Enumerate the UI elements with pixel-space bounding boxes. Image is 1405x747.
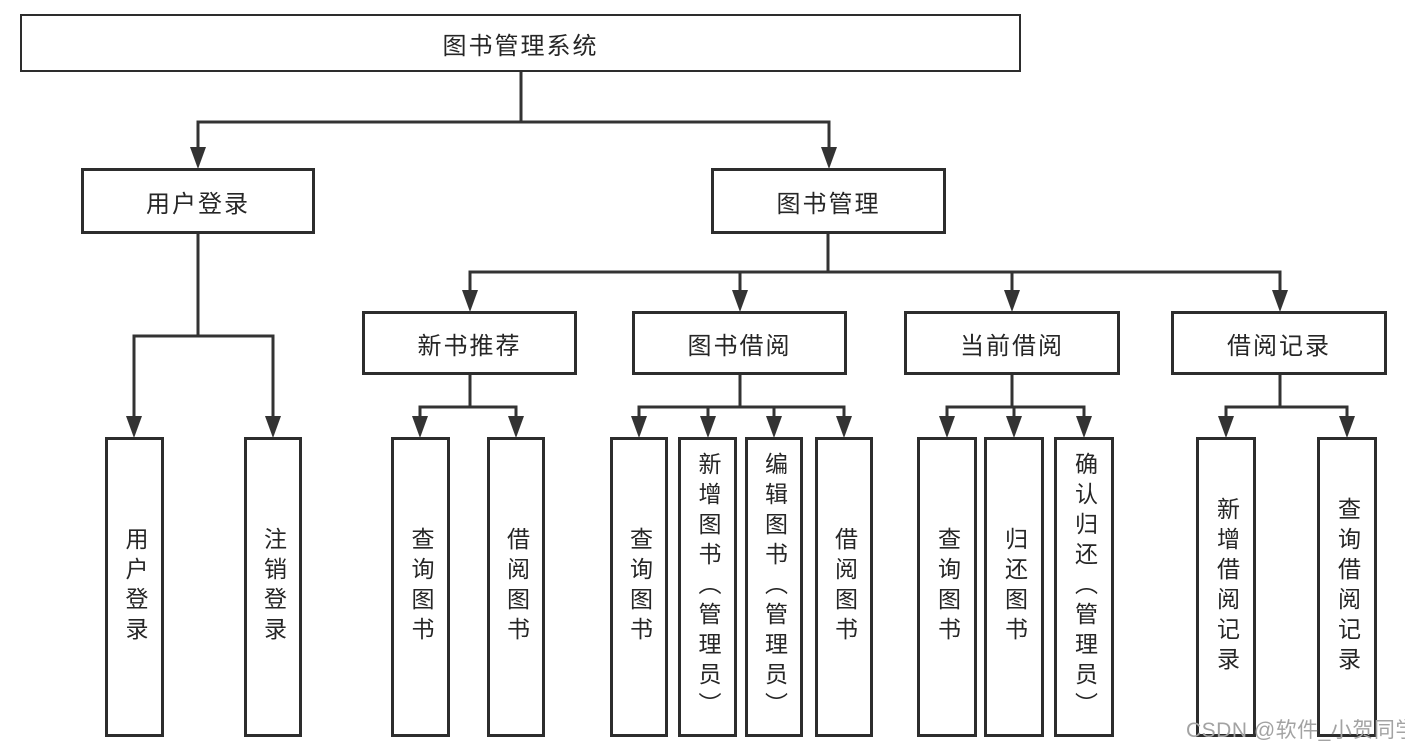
leaf-return-books: 归还图书 [984, 437, 1044, 737]
leaf-logout-label: 注销登录 [260, 527, 287, 647]
csdn-watermark: CSDN @软件_小贺同学 [1186, 719, 1405, 742]
node-book-management: 图书管理 [711, 168, 946, 234]
leaf-query-borrow-record: 查询借阅记录 [1317, 437, 1377, 737]
node-borrow-records-label: 借阅记录 [1227, 332, 1331, 360]
leaf-query-borrow-record-label: 查询借阅记录 [1334, 497, 1361, 677]
leaf-return-books-label: 归还图书 [1001, 527, 1028, 647]
leaf-add-borrow-record-label: 新增借阅记录 [1213, 497, 1240, 677]
node-book-borrowing: 图书借阅 [632, 311, 847, 375]
node-book-borrowing-label: 图书借阅 [687, 332, 792, 360]
node-new-book-recommend-label: 新书推荐 [417, 332, 522, 360]
leaf-query-books-current: 查询图书 [917, 437, 977, 737]
leaf-edit-books-admin: 编辑图书（管理员） [745, 437, 803, 737]
node-book-management-label: 图书管理 [776, 190, 881, 218]
leaf-add-books-admin-label: 新增图书（管理员） [695, 452, 721, 722]
leaf-user-login-label: 用户登录 [122, 527, 148, 647]
leaf-borrow-books-recommend: 借阅图书 [487, 437, 545, 737]
leaf-confirm-return-admin: 确认归还（管理员） [1054, 437, 1114, 737]
leaf-add-books-admin: 新增图书（管理员） [678, 437, 737, 737]
leaf-confirm-return-admin-label: 确认归还（管理员） [1071, 452, 1098, 722]
leaf-borrow-books-label: 借阅图书 [831, 527, 858, 647]
node-root-label: 图书管理系统 [442, 32, 599, 60]
node-current-borrowing: 当前借阅 [904, 311, 1120, 375]
leaf-edit-books-admin-label: 编辑图书（管理员） [761, 452, 788, 722]
node-user-login: 用户登录 [81, 168, 315, 234]
leaf-query-books-recommend: 查询图书 [391, 437, 450, 737]
node-root-system: 图书管理系统 [20, 14, 1021, 72]
leaf-query-books-borrowing: 查询图书 [610, 437, 668, 737]
leaf-logout: 注销登录 [244, 437, 302, 737]
leaf-borrow-books: 借阅图书 [815, 437, 873, 737]
node-borrow-records: 借阅记录 [1171, 311, 1387, 375]
leaf-user-login: 用户登录 [105, 437, 164, 737]
leaf-query-books-current-label: 查询图书 [934, 527, 961, 647]
node-new-book-recommend: 新书推荐 [362, 311, 577, 375]
leaf-query-books-borrowing-label: 查询图书 [626, 527, 653, 647]
node-current-borrowing-label: 当前借阅 [960, 332, 1064, 360]
node-user-login-label: 用户登录 [146, 190, 250, 218]
leaf-query-books-recommend-label: 查询图书 [408, 527, 434, 647]
leaf-borrow-books-recommend-label: 借阅图书 [503, 527, 530, 647]
leaf-add-borrow-record: 新增借阅记录 [1196, 437, 1256, 737]
